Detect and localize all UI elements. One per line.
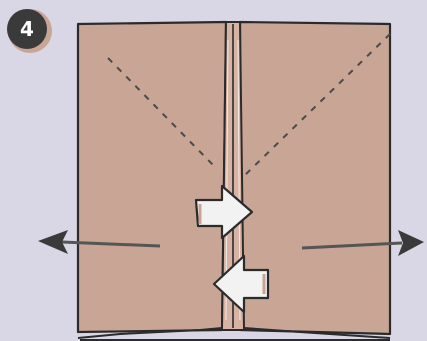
paper-left-half (76, 20, 228, 334)
bottom-edge-left (77, 327, 223, 339)
open-left-arrow-icon (38, 230, 161, 254)
dashed-fold-right (243, 33, 391, 177)
right-push-arrow-icon (194, 184, 254, 240)
left-push-arrow-icon (212, 254, 270, 314)
step-badge: 4 (7, 9, 52, 53)
step-number: 4 (20, 17, 34, 41)
step-badge-circle (7, 9, 47, 49)
open-right-arrow-icon (301, 230, 424, 256)
bottom-edge-right (243, 327, 391, 339)
